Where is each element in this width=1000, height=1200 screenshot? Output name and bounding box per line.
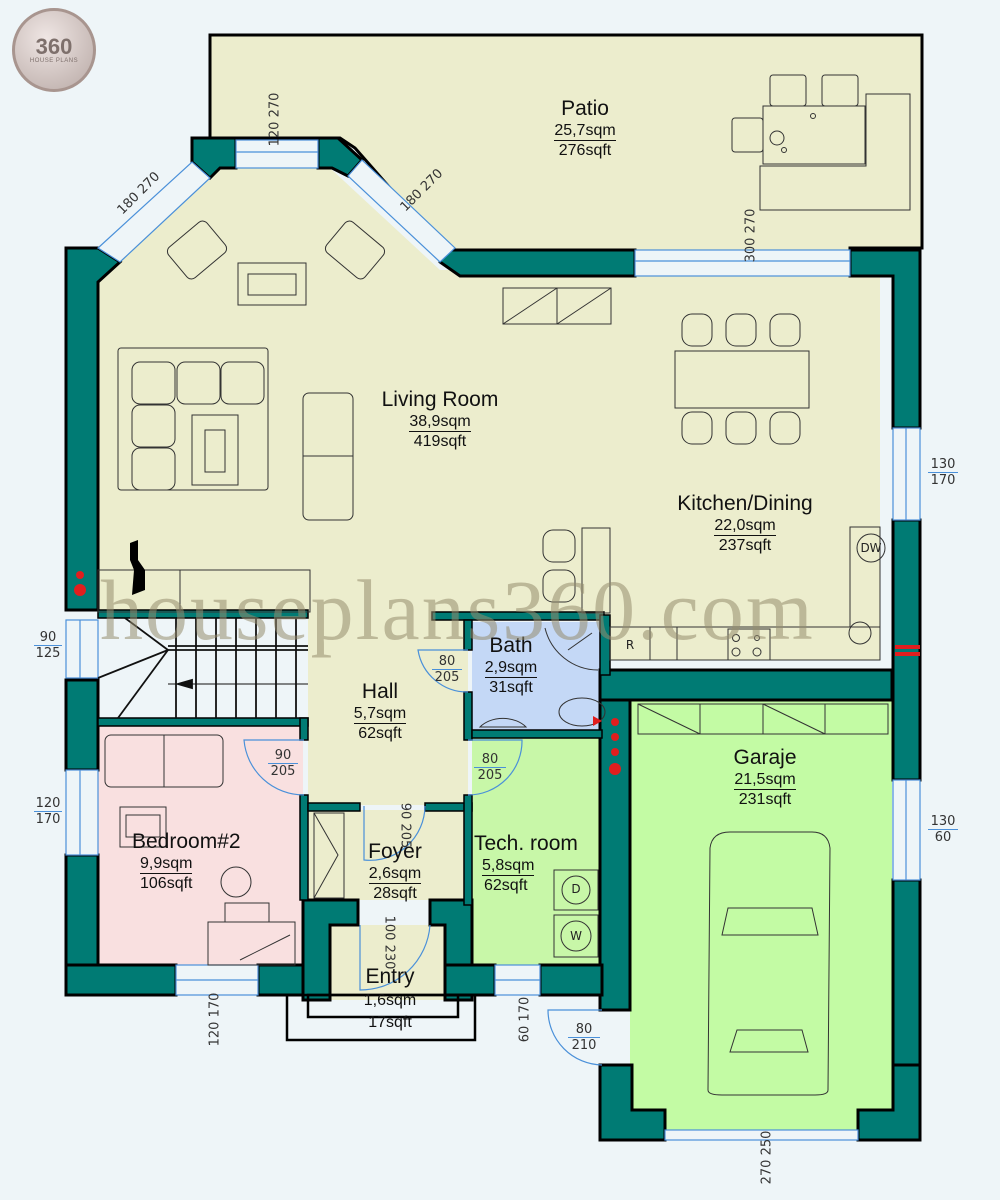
room-label-hall: Hall 5,7sqm 62sqft [353, 680, 407, 742]
room-label-entry: Entry 1,6sqm 17sqft [363, 965, 417, 1031]
dim-win-bed-south: 120 170 [207, 992, 223, 1047]
furniture [97, 74, 911, 1096]
dryer-label: D [571, 882, 581, 896]
refrigerator-label: R [625, 638, 635, 652]
room-label-kitchen: Kitchen/Dining 22,0sqm 237sqft [677, 492, 813, 554]
room-label-foyer: Foyer 2,6sqm 28sqft [368, 840, 422, 902]
room-label-garage: Garaje 21,5sqm 231sqft [733, 746, 797, 808]
stairs-area [98, 615, 308, 720]
logo-subtitle: HOUSE PLANS [29, 58, 79, 64]
electrical-markers [74, 571, 920, 775]
foyer-area [308, 810, 468, 900]
dim-door-foyer: 90 205 [397, 802, 413, 849]
door-swings [243, 649, 603, 1066]
dim-door-garage-main: 270 250 [759, 1130, 775, 1185]
bath-area [472, 622, 600, 730]
room-label-living: Living Room 38,9sqm 419sqft [381, 388, 499, 450]
interior-walls [97, 609, 611, 906]
dishwasher-label: DW [860, 541, 882, 555]
logo: 360 HOUSE PLANS [12, 8, 96, 92]
room-label-bath: Bath 2,9sqm 31sqft [484, 634, 538, 696]
fireplace-icon [130, 540, 145, 595]
entry-area [330, 925, 445, 1000]
stairs [97, 617, 308, 719]
dim-door-patio: 300 270 [743, 208, 759, 263]
dim-door-entry: 100 230 [381, 915, 397, 970]
hall-area [308, 615, 468, 805]
washer-label: W [570, 929, 582, 943]
room-label-bedroom2: Bedroom#2 9,9sqm 106sqft [132, 830, 241, 892]
garage-area [630, 700, 892, 1140]
living-kitchen-area [98, 168, 880, 660]
windows [65, 139, 921, 1141]
tech-room-area [472, 738, 602, 966]
dim-win-tech-south: 60 170 [517, 996, 533, 1043]
room-label-patio: Patio 25,7sqm 276sqft [554, 97, 616, 159]
logo-number: 360 [35, 34, 73, 59]
dim-win-bay-top: 120 270 [267, 92, 283, 147]
room-label-tech: Tech. room 5,8sqm 62sqft [474, 832, 578, 894]
